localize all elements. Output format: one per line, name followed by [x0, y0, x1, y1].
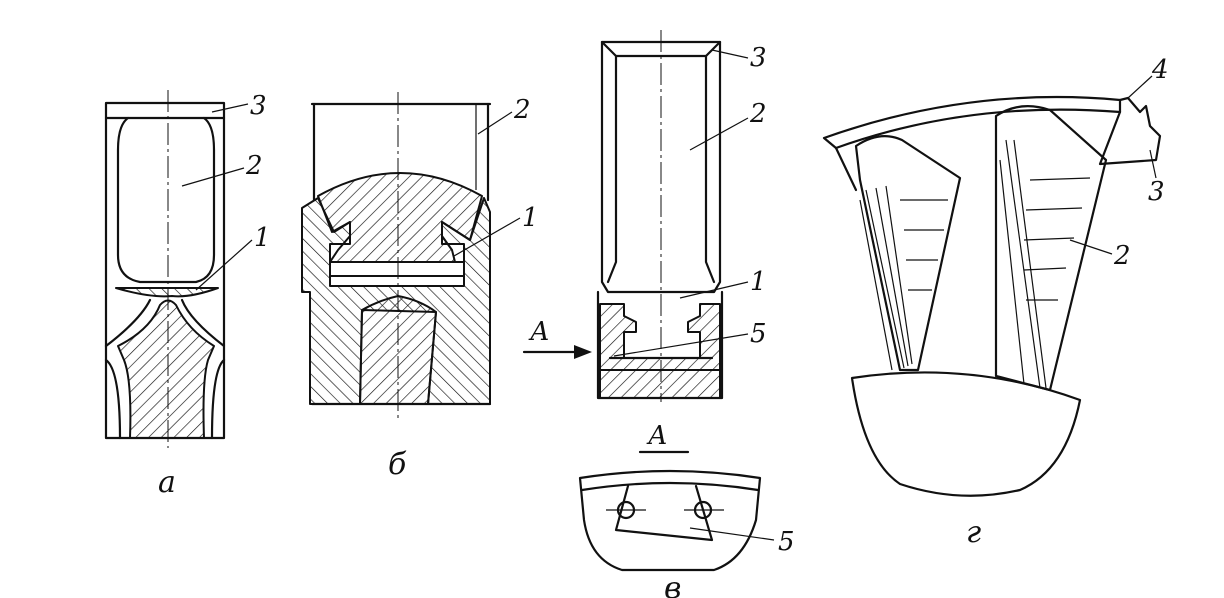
figure-b: 2 1 б: [301, 92, 539, 482]
fig-v-root-hatch: [599, 303, 721, 371]
fig-a-groove-right: [180, 298, 226, 348]
fig-v-leader-2: [689, 117, 749, 151]
figure-g: 2 4 3 г: [822, 55, 1169, 550]
fig-a-label-1: 1: [254, 223, 271, 253]
section-label-5: 5: [778, 527, 795, 557]
fig-a-label-3: 3: [250, 91, 267, 121]
fig-v-inner-right: [704, 54, 716, 284]
fig-b-label-2: 2: [513, 95, 531, 125]
fig-a-outline: [104, 101, 226, 440]
fig-v-inner-left: [606, 54, 618, 284]
fig-v-leader-5: [613, 333, 749, 357]
fig-a-leader-3: [211, 103, 249, 113]
fig-g-blade-right: [994, 105, 1108, 392]
fig-a-disk-left: [104, 358, 122, 440]
section-leader-5: [689, 527, 775, 541]
fig-g-label-2: 2: [1113, 241, 1131, 271]
caption-g: г: [966, 515, 981, 550]
figure-v: А 3 2 1 5 А 5 в: [522, 30, 795, 598]
fig-a-joint: [115, 287, 219, 298]
fig-g-disk: [850, 371, 1082, 497]
fig-v-leader-1: [679, 281, 749, 299]
fig-b-blade-root: [317, 172, 483, 263]
section-block: [614, 484, 714, 542]
view-arrow-label: А: [528, 317, 550, 347]
fig-g-label-4: 4: [1151, 55, 1169, 85]
fig-a-root: [117, 299, 215, 439]
fig-g-leader-3: [1149, 149, 1157, 179]
section-body: [578, 469, 762, 572]
fig-a-blade: [116, 116, 216, 284]
fig-b-leader-1: [453, 217, 521, 257]
fig-b-label-1: 1: [522, 203, 539, 233]
fig-a-label-2: 2: [245, 151, 263, 181]
fig-g-blade-left: [854, 135, 962, 372]
fig-v-leader-3: [711, 49, 749, 59]
caption-a: а: [158, 465, 176, 500]
section-label: А: [646, 421, 668, 451]
figure-a: 3 2 1 а: [104, 90, 271, 500]
caption-v: в: [664, 571, 681, 598]
fig-a-groove-left: [104, 298, 152, 348]
fig-b-plate: [329, 261, 465, 277]
fig-v-label-2: 2: [749, 99, 767, 129]
fig-g-blade-contours: [900, 177, 1091, 301]
fig-g-leader-4: [1127, 75, 1153, 99]
fig-g-label-3: 3: [1148, 177, 1165, 207]
fig-g-seal-teeth: [1098, 96, 1162, 166]
fig-a-leader-1: [195, 239, 253, 291]
fig-b-leader-2: [477, 111, 513, 135]
view-arrow-head: [574, 345, 592, 359]
fig-v-label-3: 3: [750, 43, 767, 73]
caption-b: б: [388, 447, 407, 482]
fig-a-leader-2: [181, 167, 245, 187]
fig-g-blade-left-lines: [859, 185, 913, 371]
fig-v-label-5: 5: [750, 319, 767, 349]
fig-g-shroud-edge: [834, 146, 858, 192]
fig-v-label-1: 1: [750, 267, 767, 297]
section-shroud: [580, 481, 760, 492]
fig-g-leader-2: [1069, 239, 1113, 255]
fig-a-disk-right: [210, 358, 226, 440]
fig-v-base-hatch: [599, 369, 721, 399]
fig-g-blade-right-lines: [999, 139, 1047, 389]
